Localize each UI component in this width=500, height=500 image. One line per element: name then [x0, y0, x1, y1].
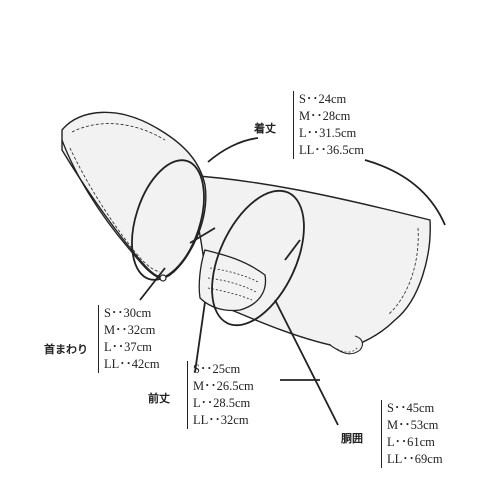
front-length-size-l: L･･28.5cm: [193, 396, 251, 410]
neck-button: [159, 274, 167, 282]
front-length-size-list: S･･25cm M･･26.5cm L･･28.5cm LL･･32cm: [187, 361, 254, 429]
length-size-m: M･･28cm: [299, 109, 351, 123]
chest-size-m: M･･53cm: [387, 418, 439, 432]
neck-size-m: M･･32cm: [104, 323, 156, 337]
chest-size-ll: LL･･69cm: [387, 452, 443, 466]
chest-pointer: [274, 299, 339, 426]
chest-size-list: S･･45cm M･･53cm L･･61cm LL･･69cm: [381, 400, 443, 468]
neck-pointer: [139, 267, 166, 301]
hood-opening: [61, 139, 161, 279]
chest-label: 胴囲: [341, 432, 363, 445]
front-length-size-s: S･･25cm: [193, 362, 241, 376]
neck-measure-ring: [131, 159, 205, 281]
length-size-s: S･･24cm: [299, 92, 347, 106]
front-measure-ring: [211, 189, 305, 327]
length-size-ll: LL･･36.5cm: [299, 143, 364, 157]
neck-size-ll: LL･･42cm: [104, 357, 160, 371]
length-size-l: L･･31.5cm: [299, 126, 357, 140]
neck-size-s: S･･30cm: [104, 306, 152, 320]
front-length-size-m: M･･26.5cm: [193, 379, 254, 393]
neck-label: 首まわり: [44, 343, 88, 356]
hem-stitch: [387, 227, 419, 316]
length-label: 着丈: [254, 122, 276, 135]
length-size-list: S･･24cm M･･28cm L･･31.5cm LL･･36.5cm: [293, 91, 364, 159]
chest-size-s: S･･45cm: [387, 401, 435, 415]
hood: [61, 111, 207, 278]
neck-size-list: S･･30cm M･･32cm L･･37cm LL･･42cm: [98, 305, 160, 373]
front-length-label: 前丈: [148, 392, 170, 405]
chest-size-l: L･･61cm: [387, 435, 435, 449]
front-pointer: [194, 301, 206, 373]
neck-size-l: L･･37cm: [104, 340, 152, 354]
length-pointer: [364, 159, 446, 226]
front-length-size-ll: LL･･32cm: [193, 413, 249, 427]
